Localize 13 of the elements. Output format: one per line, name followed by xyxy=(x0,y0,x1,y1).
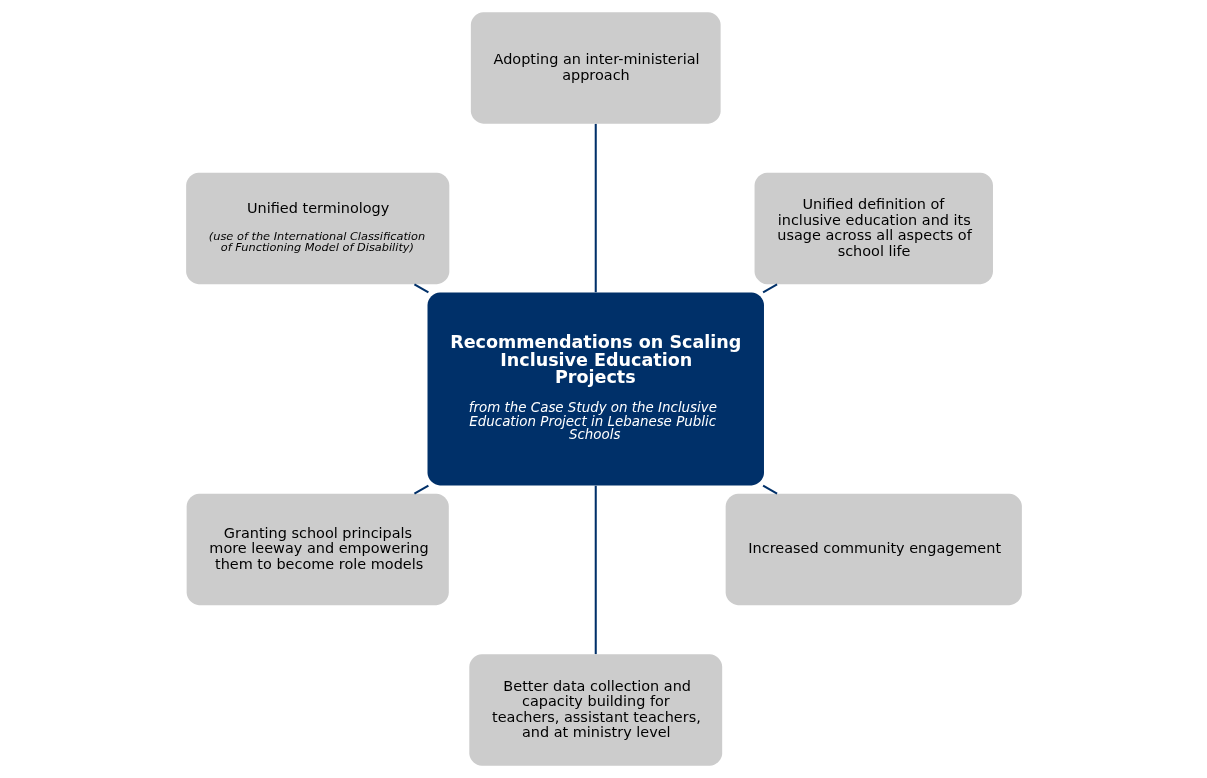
node-box: Increased community engagement xyxy=(725,493,1022,606)
connector xyxy=(413,484,429,495)
node-box: Granting school principals more leeway and empowering them to become role models xyxy=(186,493,449,606)
connector xyxy=(413,283,429,294)
connector xyxy=(594,485,597,655)
node-box: Adopting an inter-ministerial approach xyxy=(470,12,721,124)
node-box: Better data collection and capacity building for teachers, assistant teachers, and at ministry level xyxy=(468,654,722,766)
connector xyxy=(594,123,597,293)
node-box: Recommendations on Scaling Inclusive Education Projects from the Case Study on the Inclusive Education Project in Lebanese Public Schools xyxy=(427,292,764,486)
node-box: Unified definition of inclusive education and its usage across all aspects of school life xyxy=(754,172,993,285)
connector xyxy=(762,484,778,495)
node-box: Unified terminology (use of the International Classification of Functioning Model of Disability) xyxy=(185,172,449,285)
connector xyxy=(762,283,778,294)
